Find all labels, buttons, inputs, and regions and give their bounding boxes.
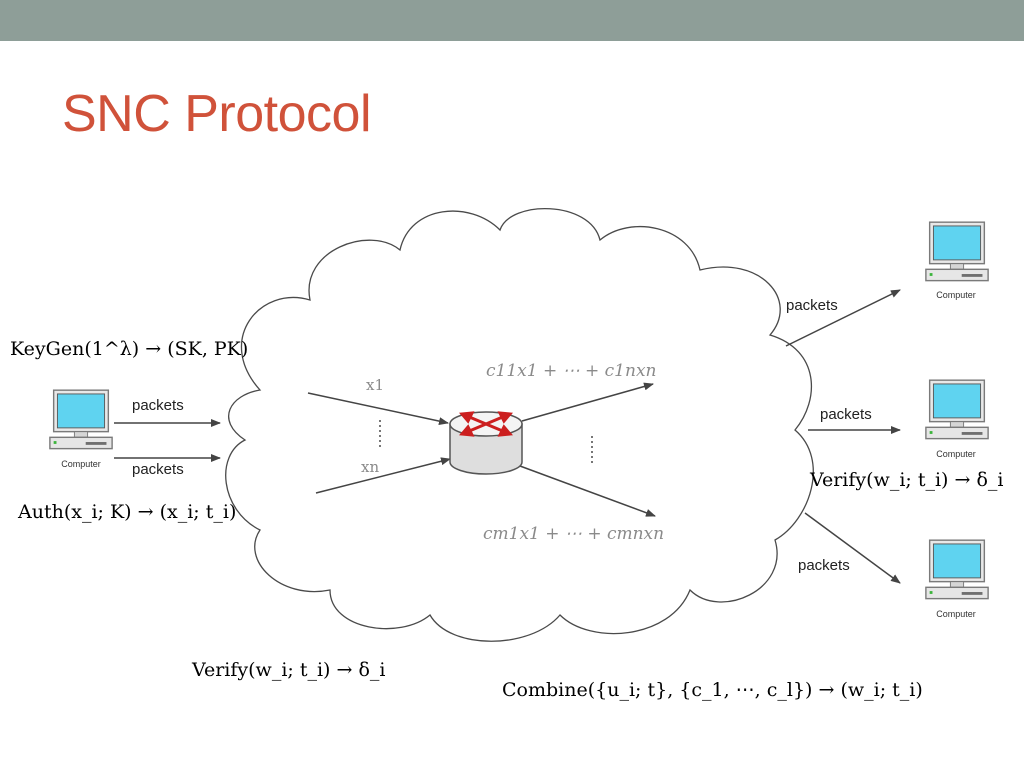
packets-label-left-bottom: packets [132,461,184,478]
sender-computer-icon [49,389,113,450]
packets-label-left-top: packets [132,397,184,414]
output-label-top: c11x1 + ⋯ + c1nxn [486,361,656,381]
slide-title: SNC Protocol [62,85,372,143]
output-arrow-bottom [519,465,656,517]
output-arrow-top [521,382,654,422]
verify-label-right: Verify(w_i; t_i) → δ_i [809,469,1003,491]
packets-label-right-middle: packets [820,406,872,423]
output-label-bottom: cm1x1 + ⋯ + cmnxn [483,524,664,544]
top-banner [0,0,1024,41]
receiver-computer-top-icon [925,221,989,282]
input-arrow-x1 [307,392,449,426]
receiver-computer-bottom-icon [925,539,989,600]
verify-label-bottom: Verify(w_i; t_i) → δ_i [191,659,385,681]
combine-label: Combine({u_i; t}, {c_1, ⋯, c_l}) → (w_i;… [502,679,923,701]
receiver-computer-top-caption: Computer [936,290,976,300]
input-arrow-xn [315,457,451,494]
packet-arrow-right-top [785,289,901,347]
auth-label: Auth(x_i; K) → (x_i; t_i) [17,501,236,523]
packets-label-right-bottom: packets [798,557,850,574]
receiver-computer-middle-caption: Computer [936,449,976,459]
packets-label-right-top: packets [786,297,838,314]
input-label-xn: xn [361,458,379,476]
receiver-computer-bottom-caption: Computer [936,609,976,619]
sender-computer-caption: Computer [61,459,101,469]
packet-arrow-right-bottom [804,512,901,584]
receiver-computer-middle-icon [925,379,989,440]
keygen-label: KeyGen(1^λ) → (SK, PK) [10,338,248,360]
input-label-x1: x1 [366,376,384,394]
router-icon [449,411,523,475]
